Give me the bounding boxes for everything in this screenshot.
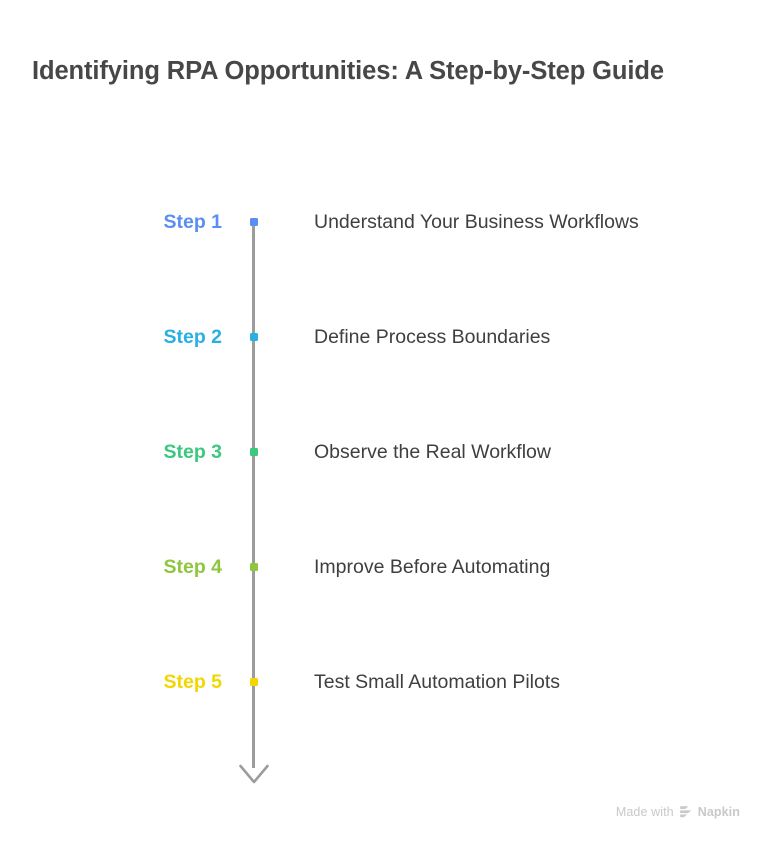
step-marker-5: [249, 678, 258, 686]
step-description-4: Improve Before Automating: [314, 556, 551, 578]
napkin-logo-icon: [679, 805, 693, 819]
step-description-5: Test Small Automation Pilots: [314, 671, 561, 693]
step-marker-3: [249, 448, 258, 456]
step-label-4: Step 4: [163, 556, 222, 578]
timeline-step-row: Step 5 Test Small Automation Pilots: [0, 667, 768, 697]
timeline-step-row: Step 4 Improve Before Automating: [0, 552, 768, 582]
step-label-2: Step 2: [163, 326, 222, 348]
step-marker-4: [249, 563, 258, 571]
timeline-step-row: Step 2 Define Process Boundaries: [0, 322, 768, 352]
napkin-watermark: Made with Napkin: [616, 805, 740, 819]
watermark-brand-label: Napkin: [697, 805, 740, 819]
page-title: Identifying RPA Opportunities: A Step-by…: [32, 57, 664, 85]
watermark-prefix-label: Made with: [615, 805, 674, 819]
step-label-3: Step 3: [163, 441, 222, 463]
step-description-1: Understand Your Business Workflows: [314, 211, 639, 233]
timeline-arrow-down-icon: [236, 758, 272, 788]
timeline-step-row: Step 1 Understand Your Business Workflows: [0, 207, 768, 237]
step-description-2: Define Process Boundaries: [314, 326, 551, 348]
step-marker-2: [249, 333, 258, 341]
timeline-step-row: Step 3 Observe the Real Workflow: [0, 437, 768, 467]
timeline-spine-line: [252, 220, 255, 768]
step-marker-1: [249, 218, 258, 226]
step-label-5: Step 5: [163, 671, 222, 693]
step-label-1: Step 1: [163, 211, 222, 233]
step-description-3: Observe the Real Workflow: [314, 441, 551, 463]
